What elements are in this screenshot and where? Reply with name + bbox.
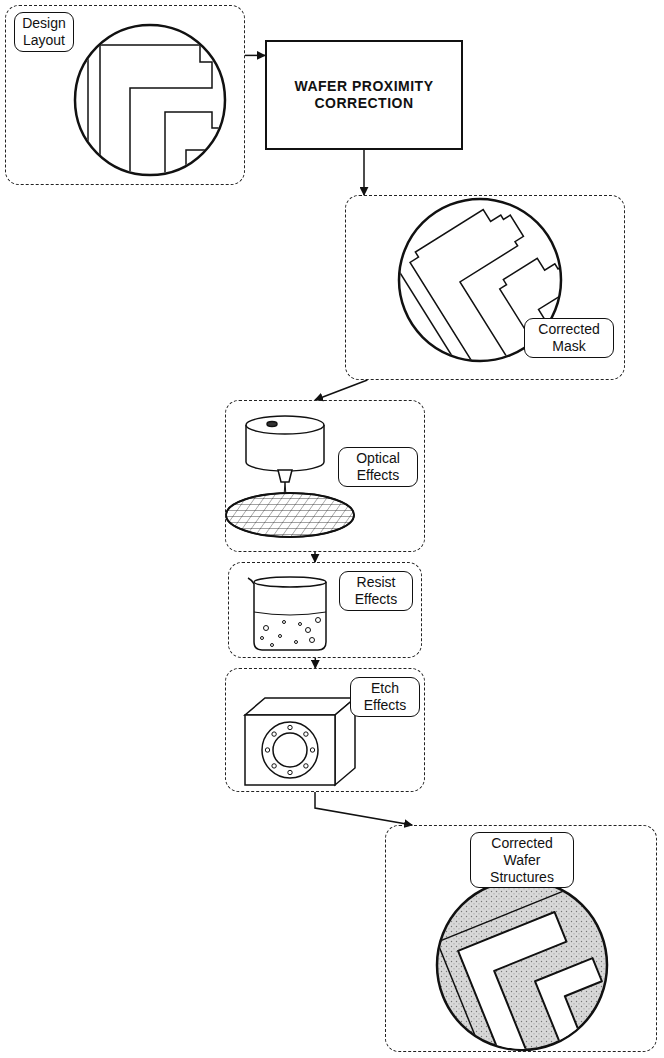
stage-label: Optical Effects [338, 447, 418, 487]
mask-region: Corrected Mask [345, 195, 625, 380]
resist-region: Resist Effects [228, 562, 422, 658]
optical-region: Optical Effects [225, 400, 425, 552]
wafer-region: Corrected Wafer Structures [385, 825, 657, 1052]
bubble [316, 618, 321, 623]
bolt [272, 764, 276, 768]
flow-arrow [363, 150, 365, 195]
figure-stroke [437, 890, 624, 1058]
figure-stroke [165, 112, 232, 190]
bolt [288, 725, 292, 729]
figure-stroke [246, 416, 324, 434]
figure-stroke [262, 722, 318, 778]
figure-stroke [267, 422, 277, 427]
layout-figure [75, 25, 232, 190]
figure-stroke [226, 493, 354, 537]
bubble [264, 626, 269, 631]
layout-region: Design Layout [5, 5, 245, 185]
bubble [310, 638, 315, 643]
stage-label: Corrected Wafer Structures [470, 832, 574, 888]
figure-stroke [389, 179, 600, 398]
figure-stroke [437, 890, 624, 1058]
figure-stroke [220, 490, 360, 540]
correction-box: WAFER PROXIMITY CORRECTION [265, 40, 463, 150]
bubble [299, 623, 302, 626]
figure-stroke [278, 470, 292, 482]
figure-stroke [75, 25, 225, 175]
bolt [304, 764, 308, 768]
bubble [295, 641, 298, 644]
figure-stroke [87, 35, 89, 190]
box-title: WAFER PROXIMITY CORRECTION [267, 74, 461, 117]
bolt [304, 732, 308, 736]
bubble [271, 644, 274, 647]
figure-stroke [535, 958, 624, 1058]
figure-stroke [254, 577, 326, 587]
mask-figure [389, 179, 600, 398]
etch-chamber [245, 698, 355, 785]
etch-region: Etch Effects [225, 668, 425, 792]
bolt [265, 748, 269, 752]
stage-label: Design Layout [14, 12, 74, 52]
figure-stroke [389, 255, 479, 399]
bubble [306, 628, 311, 633]
figure-stroke [265, 725, 314, 774]
stage-label: Resist Effects [339, 571, 413, 611]
bolt [288, 770, 292, 774]
figure-stroke [407, 199, 584, 391]
figure-stroke [254, 612, 326, 615]
flow-arrow [315, 792, 412, 825]
bubble [261, 637, 264, 640]
stage-label: Corrected Mask [524, 318, 614, 358]
figure-stroke [273, 733, 307, 767]
bubble [283, 621, 286, 624]
bubble [279, 635, 282, 638]
bolt [272, 732, 276, 736]
figure-stroke [248, 578, 326, 650]
flow-arrow [314, 552, 316, 562]
figure-stroke [245, 715, 335, 785]
flow-arrow [245, 55, 265, 57]
flow-arrow [315, 658, 317, 668]
wafer-figure [437, 880, 624, 1058]
resist-beaker [248, 577, 326, 650]
figure-stroke [88, 35, 232, 190]
figure-stroke [100, 45, 212, 190]
flow-arrow [315, 380, 367, 400]
figure-stroke [261, 618, 321, 647]
bolt [310, 748, 314, 752]
stage-label: Etch Effects [350, 677, 420, 717]
